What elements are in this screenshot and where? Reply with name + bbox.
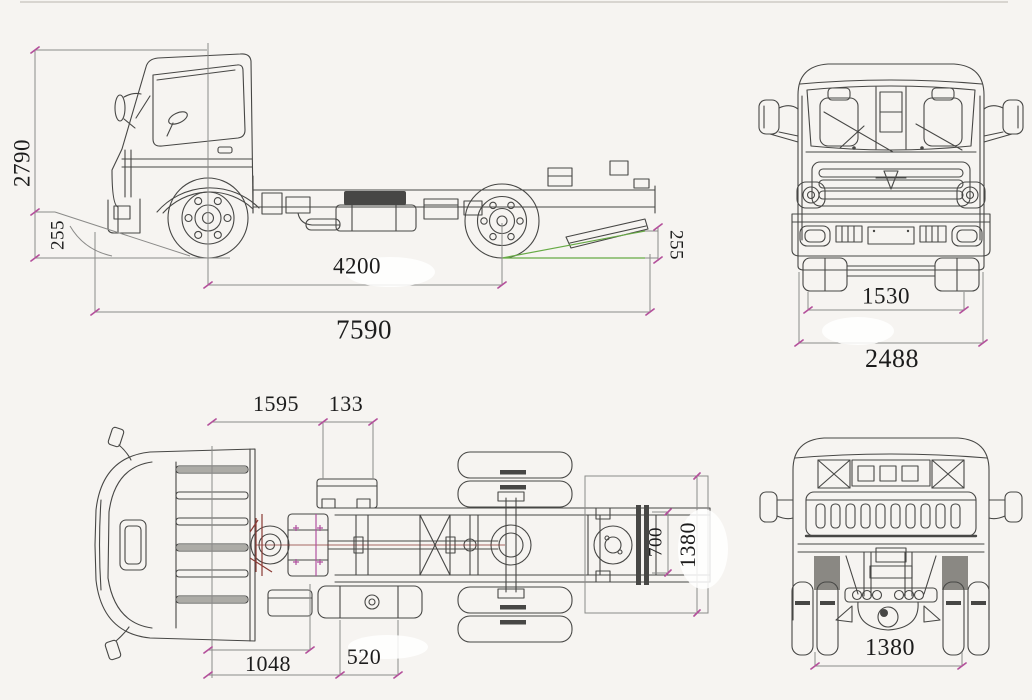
side-rear-ramp [565, 218, 649, 249]
rear-wheels [791, 581, 990, 656]
side-dim-ticks [30, 46, 663, 316]
rear-diff-housing [877, 606, 899, 628]
dim-label-1048: 1048 [245, 651, 291, 676]
plan-frame [334, 507, 711, 583]
dim-label-rear-clearance: 255 [665, 230, 687, 260]
front-mirrors [758, 99, 1024, 143]
plan-top-box [316, 478, 378, 509]
front-bumper [791, 213, 991, 257]
battery-box [423, 198, 459, 220]
dim-label-frame-width: 700 [645, 527, 667, 557]
door-handle [217, 146, 233, 154]
rear-dimension-lines [814, 652, 963, 667]
license-plate [867, 226, 915, 245]
muffler [305, 218, 341, 231]
plan-magenta-marks [293, 514, 323, 576]
scan-artifacts [345, 257, 894, 659]
side-mirror [114, 94, 126, 122]
rear-headboard [797, 491, 985, 553]
rear-dim-ticks [810, 662, 967, 670]
front-wheels [802, 257, 980, 292]
dim-label-overall-height: 2790 [9, 139, 35, 187]
side-fuel-tank [335, 191, 417, 232]
passenger-seat [923, 97, 963, 147]
dim-label-wheelbase: 4200 [333, 253, 381, 279]
cab-step [113, 205, 131, 220]
rear-mirrors [759, 491, 1023, 523]
dim-label-520: 520 [346, 644, 382, 669]
front-view-drawing [758, 63, 1024, 347]
taillight-bracket [633, 178, 650, 189]
front-cab [797, 63, 985, 271]
dim-label-1595: 1595 [253, 391, 299, 416]
wipers [823, 111, 963, 153]
dim-label-overall-width: 2488 [865, 344, 919, 373]
side-dimension-lines [34, 43, 659, 313]
driver-seat [819, 97, 859, 147]
rear-cab [792, 437, 990, 621]
departure-angle-lines [501, 230, 646, 259]
plan-mirrors [104, 426, 132, 661]
plan-engine-red-details [249, 514, 505, 576]
plan-fuel-tank [267, 585, 423, 619]
rear-suspension [814, 547, 968, 631]
plan-rear-wheels [457, 451, 573, 643]
side-view-drawing [30, 43, 663, 316]
front-dim-ticks [794, 306, 988, 347]
dim-label-overall-length: 7590 [336, 314, 392, 345]
front-headlights [796, 181, 986, 209]
dim-label-front-track: 1530 [862, 283, 910, 309]
driveshaft [351, 540, 499, 550]
rear-axle-beam [844, 587, 938, 603]
front-dimension-lines [798, 272, 984, 344]
dim-label-133: 133 [328, 391, 364, 416]
brand-logo [875, 170, 907, 190]
side-cab [107, 53, 260, 234]
dim-label-rear-track: 1380 [865, 635, 915, 661]
plan-dim-ticks [203, 418, 701, 679]
side-chassis-frame [252, 160, 656, 231]
dim-label-rear-body-width: 1380 [675, 522, 700, 568]
plan-cab [94, 448, 256, 642]
rear-view-drawing [759, 437, 1023, 670]
front-grille [811, 161, 971, 207]
dim-label-front-clearance: 255 [47, 220, 69, 250]
